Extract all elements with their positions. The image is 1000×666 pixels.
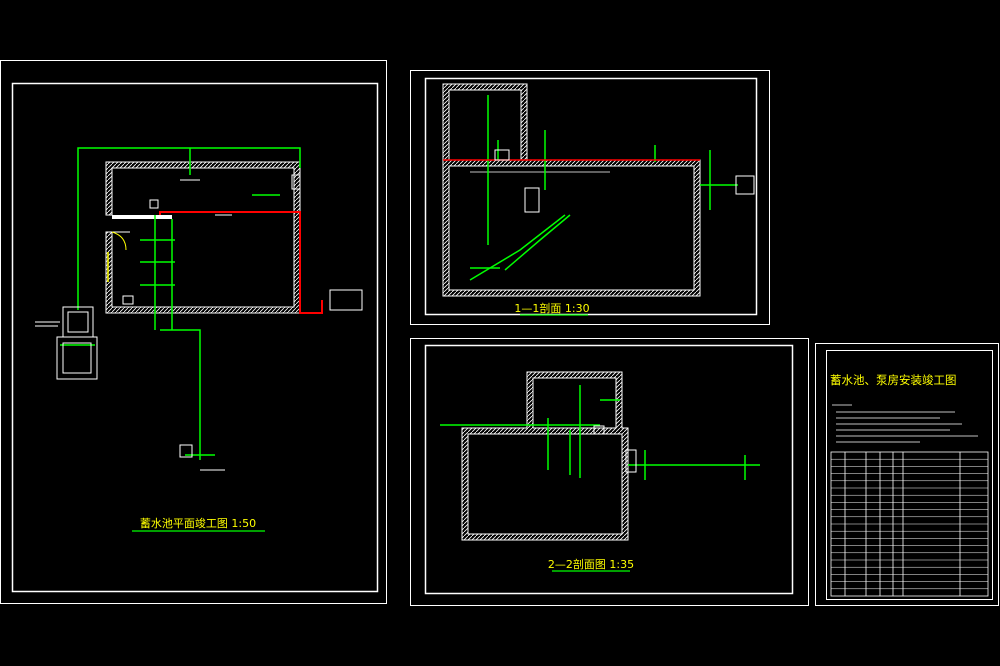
plan-green-piping [60, 147, 301, 460]
plan-outer-frame [0, 60, 387, 604]
plan-red-pipe [159, 211, 323, 314]
plan-fittings [122, 174, 363, 458]
plan-sheet: 蓄水池平面竣工图 1:50 [0, 60, 387, 604]
plan-annotations [35, 179, 232, 471]
info-notes [832, 404, 978, 443]
plan-meter-pits [56, 306, 98, 380]
info-outer-frame [815, 343, 999, 606]
plan-title: 蓄水池平面竣工图 1:50 [140, 516, 256, 530]
section-2-outer-frame [410, 338, 809, 606]
section-2-sheet: 2—2剖面图 1:35 [410, 338, 809, 606]
section-1-green-piping [469, 95, 738, 281]
section-2-title: 2—2剖面图 1:35 [548, 557, 634, 571]
section-1-fittings [494, 149, 755, 213]
info-inner-frame [826, 350, 993, 600]
section-2-walls [461, 371, 629, 541]
section-1-outer-frame [410, 70, 770, 325]
info-sheet: 蓄水池、泵房安装竣工图 [815, 343, 999, 606]
plan-inner-frame [11, 82, 379, 593]
section-2-inner-frame [424, 344, 794, 595]
plan-door-swing [111, 231, 127, 251]
section-1-walls [442, 83, 701, 297]
section-1-sheet: 1—1剖面 1:30 [410, 70, 770, 325]
plan-reservoir-walls [105, 161, 301, 314]
info-title: 蓄水池、泵房安装竣工图 [830, 373, 957, 387]
section-2-green-piping [440, 385, 760, 480]
section-1-inner-frame [424, 77, 758, 316]
section-1-title: 1—1剖面 1:30 [514, 301, 589, 315]
info-table-rows [831, 458, 988, 590]
section-2-fittings [593, 425, 637, 473]
